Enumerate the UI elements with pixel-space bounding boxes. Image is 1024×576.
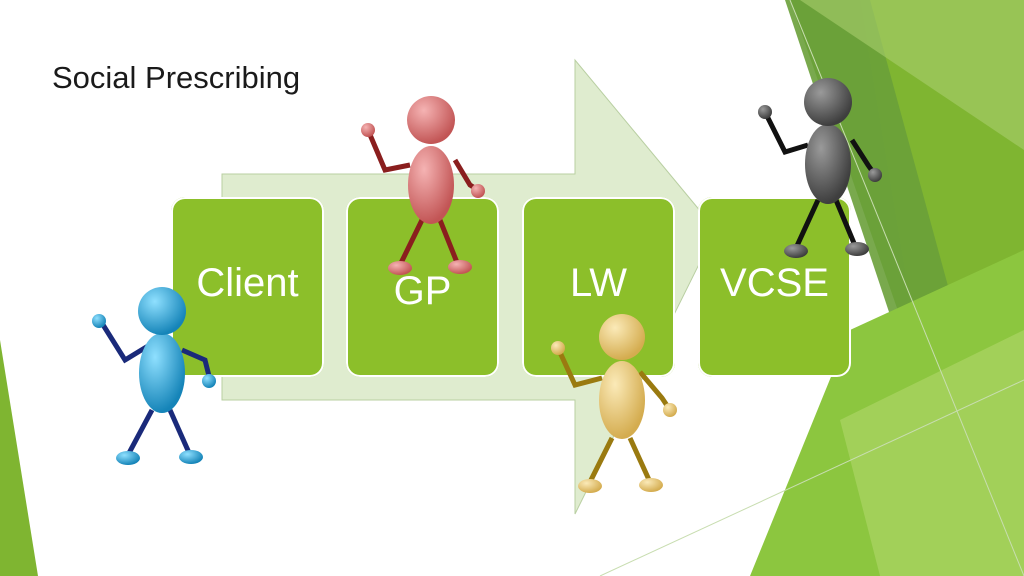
- facet-line-2: [599, 379, 1024, 576]
- right-facet-glint: [840, 330, 1024, 576]
- gp-figure: [361, 96, 485, 275]
- left-strip: [0, 340, 38, 576]
- lw-figure: [551, 314, 677, 493]
- slide-title: Social Prescribing: [52, 60, 301, 95]
- right-facet-light: [800, 0, 1024, 150]
- vcse-figure: [758, 78, 882, 258]
- client-figure: [92, 287, 216, 465]
